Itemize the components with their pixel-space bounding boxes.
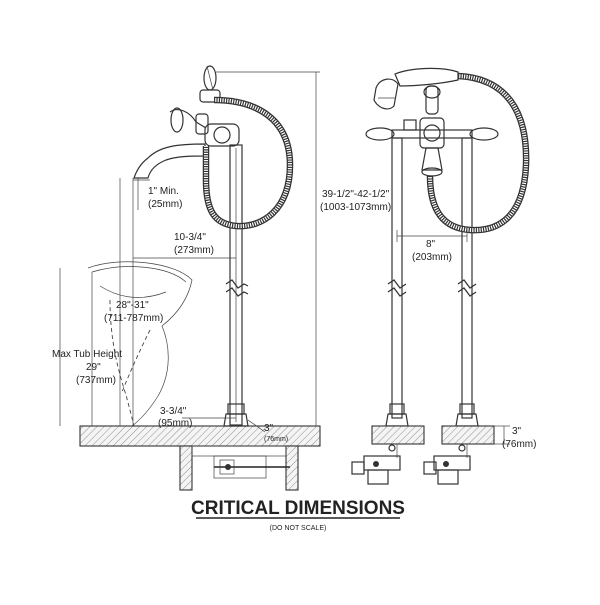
left-rough-in xyxy=(351,444,401,485)
dim-spout-reach-mm: (273mm) xyxy=(174,245,214,256)
diagram-subtitle: (DO NOT SCALE) xyxy=(270,525,327,532)
dim-center-spacing-in: 8" xyxy=(426,239,436,250)
dim-min-clearance-in: 1" Min. xyxy=(148,186,179,197)
right-rough-in xyxy=(423,444,471,485)
handshower-icon xyxy=(394,67,459,87)
dim-max-tub-label: Max Tub Height xyxy=(52,349,122,360)
diagram-title: CRITICAL DIMENSIONS xyxy=(191,498,405,519)
dim-min-clearance-mm: (25mm) xyxy=(148,199,182,210)
dim-spout-height-in: 28"-31" xyxy=(116,300,149,311)
dim-overall-height-mm: (1003-1073mm) xyxy=(320,202,391,213)
dim-small-offset-in: 3" xyxy=(264,423,274,434)
left-handle-icon xyxy=(365,127,395,141)
front-view xyxy=(351,67,530,485)
dim-overall-height-in: 39-1/2"-42-1/2" xyxy=(322,189,390,200)
side-view xyxy=(59,65,321,491)
dim-base-depth-mm: (76mm) xyxy=(502,439,536,450)
tub-outline xyxy=(87,261,193,427)
dim-small-offset-mm: (76mm) xyxy=(264,436,288,443)
dim-supply-offset-in: 3-3/4" xyxy=(160,406,187,417)
spout xyxy=(133,143,206,179)
dim-supply-offset-mm: (95mm) xyxy=(158,418,192,429)
right-standpipe xyxy=(461,137,473,419)
dim-base-depth-in: 3" xyxy=(512,426,522,437)
left-standpipe xyxy=(391,137,403,419)
dim-max-tub-mm: (737mm) xyxy=(76,375,116,386)
dim-max-tub-in: 29" xyxy=(86,362,101,373)
dim-spout-reach-in: 10-3/4" xyxy=(174,232,206,243)
rough-in-box xyxy=(179,445,193,491)
right-handle-icon xyxy=(469,127,499,141)
dim-spout-height-mm: (711-787mm) xyxy=(104,313,163,324)
dim-center-spacing-mm: (203mm) xyxy=(412,252,452,263)
